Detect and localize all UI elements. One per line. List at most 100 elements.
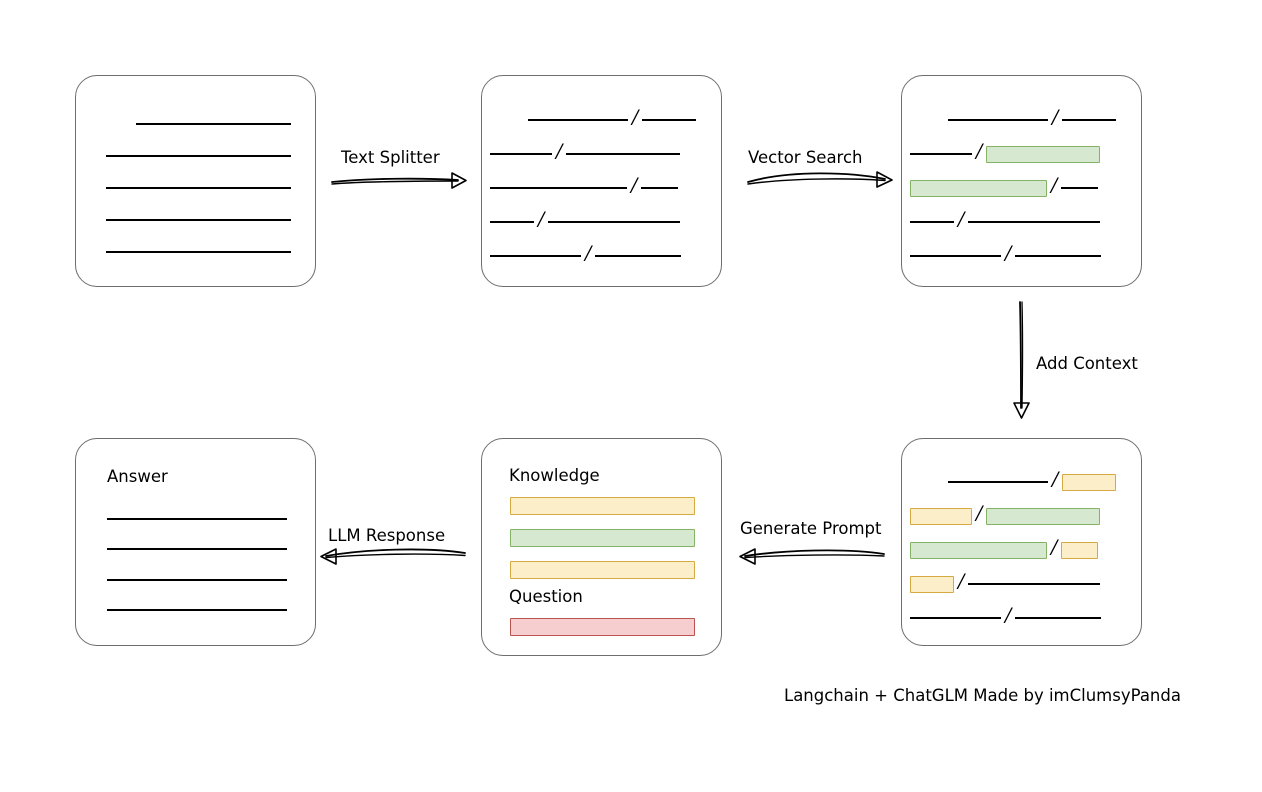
text-line bbox=[1015, 616, 1102, 620]
text-line bbox=[1015, 254, 1102, 258]
text-line bbox=[1062, 118, 1117, 122]
vector-results-rows: / / / / / bbox=[902, 76, 1141, 286]
chunk-row: / bbox=[482, 105, 721, 130]
text-line bbox=[548, 220, 681, 224]
text-line bbox=[595, 254, 682, 258]
llm-response-arrow-label: LLM Response bbox=[328, 526, 446, 545]
chunk-row: / bbox=[482, 241, 721, 266]
answer-line-row bbox=[76, 539, 315, 559]
generate-prompt-arrow bbox=[737, 520, 887, 570]
answer-rows bbox=[76, 439, 315, 645]
text-line bbox=[910, 254, 1001, 258]
context-added-box: / / / / / bbox=[901, 438, 1142, 646]
knowledge-bar bbox=[510, 529, 695, 547]
chunk-row: / bbox=[482, 173, 721, 198]
context-chunk-highlight bbox=[910, 507, 972, 525]
answer-label: Answer bbox=[107, 467, 168, 486]
chunk-row: / bbox=[902, 569, 1141, 594]
question-label: Question bbox=[509, 587, 583, 606]
chunk-separator: / bbox=[1052, 467, 1059, 490]
text-line bbox=[106, 186, 291, 190]
text-line bbox=[910, 220, 954, 224]
chunk-separator: / bbox=[976, 501, 983, 524]
context-chunk-highlight bbox=[1062, 473, 1117, 491]
llm-response-arrow bbox=[318, 520, 468, 570]
chunk-separator: / bbox=[958, 569, 965, 592]
chunk-row: / bbox=[902, 535, 1141, 560]
text-line bbox=[968, 220, 1101, 224]
question-bar bbox=[510, 618, 695, 636]
chunk-separator: / bbox=[1051, 535, 1058, 558]
add-context-arrow bbox=[1003, 300, 1043, 420]
chunk-row: / bbox=[902, 139, 1141, 164]
chunk-row: / bbox=[902, 173, 1141, 198]
text-splitter-arrow bbox=[330, 140, 470, 200]
context-chunk-highlight bbox=[910, 575, 954, 593]
text-line bbox=[106, 250, 291, 254]
source-document-box bbox=[75, 75, 316, 287]
text-line bbox=[910, 152, 972, 156]
chunk-separator: / bbox=[538, 207, 545, 230]
retrieved-chunk-highlight bbox=[910, 179, 1047, 197]
chunk-row: / bbox=[902, 207, 1141, 232]
diagram-caption: Langchain + ChatGLM Made by imClumsyPand… bbox=[784, 686, 1181, 705]
text-line bbox=[948, 480, 1048, 484]
vector-search-arrow bbox=[745, 140, 895, 200]
text-line bbox=[490, 220, 534, 224]
context-chunk-highlight bbox=[1061, 541, 1099, 559]
text-line bbox=[910, 616, 1001, 620]
text-splitter-arrow-label: Text Splitter bbox=[341, 148, 440, 167]
chunk-row: / bbox=[902, 605, 1141, 628]
document-line-row bbox=[76, 178, 315, 198]
chunk-row: / bbox=[902, 467, 1141, 492]
retrieved-chunk-highlight bbox=[986, 145, 1101, 163]
answer-line-row bbox=[76, 600, 315, 620]
text-line bbox=[107, 578, 287, 582]
knowledge-bar bbox=[510, 497, 695, 515]
chunk-row: / bbox=[902, 105, 1141, 130]
document-line-row bbox=[76, 114, 315, 134]
chunk-separator: / bbox=[632, 105, 639, 128]
chunk-separator: / bbox=[556, 139, 563, 162]
prompt-box: Knowledge Question bbox=[481, 438, 722, 656]
chunk-row: / bbox=[902, 501, 1141, 526]
context-added-rows: / / / / / bbox=[902, 439, 1141, 645]
chunk-separator: / bbox=[958, 207, 965, 230]
split-chunks-box: / / / / / bbox=[481, 75, 722, 287]
answer-box: Answer bbox=[75, 438, 316, 646]
chunk-row: / bbox=[482, 139, 721, 164]
vector-search-arrow-label: Vector Search bbox=[748, 148, 863, 167]
chunk-separator: / bbox=[631, 173, 638, 196]
retrieved-chunk-highlight bbox=[910, 541, 1047, 559]
retrieved-chunk-highlight bbox=[986, 507, 1101, 525]
chunk-separator: / bbox=[585, 241, 592, 264]
document-line-row bbox=[76, 146, 315, 166]
add-context-arrow-label: Add Context bbox=[1036, 354, 1138, 373]
text-line bbox=[490, 152, 552, 156]
text-line bbox=[106, 154, 291, 158]
document-line-row bbox=[76, 210, 315, 230]
text-line bbox=[106, 218, 291, 222]
text-line bbox=[107, 517, 287, 521]
chunk-separator: / bbox=[976, 139, 983, 162]
document-line-row bbox=[76, 242, 315, 262]
split-chunks-rows: / / / / / bbox=[482, 76, 721, 286]
knowledge-label: Knowledge bbox=[509, 466, 600, 485]
text-line bbox=[948, 118, 1048, 122]
chunk-separator: / bbox=[1051, 173, 1058, 196]
chunk-row: / bbox=[482, 207, 721, 232]
vector-results-box: / / / / / bbox=[901, 75, 1142, 287]
text-line bbox=[107, 547, 287, 551]
source-document-rows bbox=[76, 76, 315, 286]
text-line bbox=[641, 186, 679, 190]
answer-line-row bbox=[76, 509, 315, 529]
generate-prompt-arrow-label: Generate Prompt bbox=[740, 519, 882, 538]
chunk-separator: / bbox=[1005, 241, 1012, 264]
chunk-separator: / bbox=[1052, 105, 1059, 128]
text-line bbox=[528, 118, 628, 122]
knowledge-bar bbox=[510, 561, 695, 579]
text-line bbox=[107, 608, 287, 612]
text-line bbox=[490, 186, 627, 190]
text-line bbox=[1061, 186, 1099, 190]
